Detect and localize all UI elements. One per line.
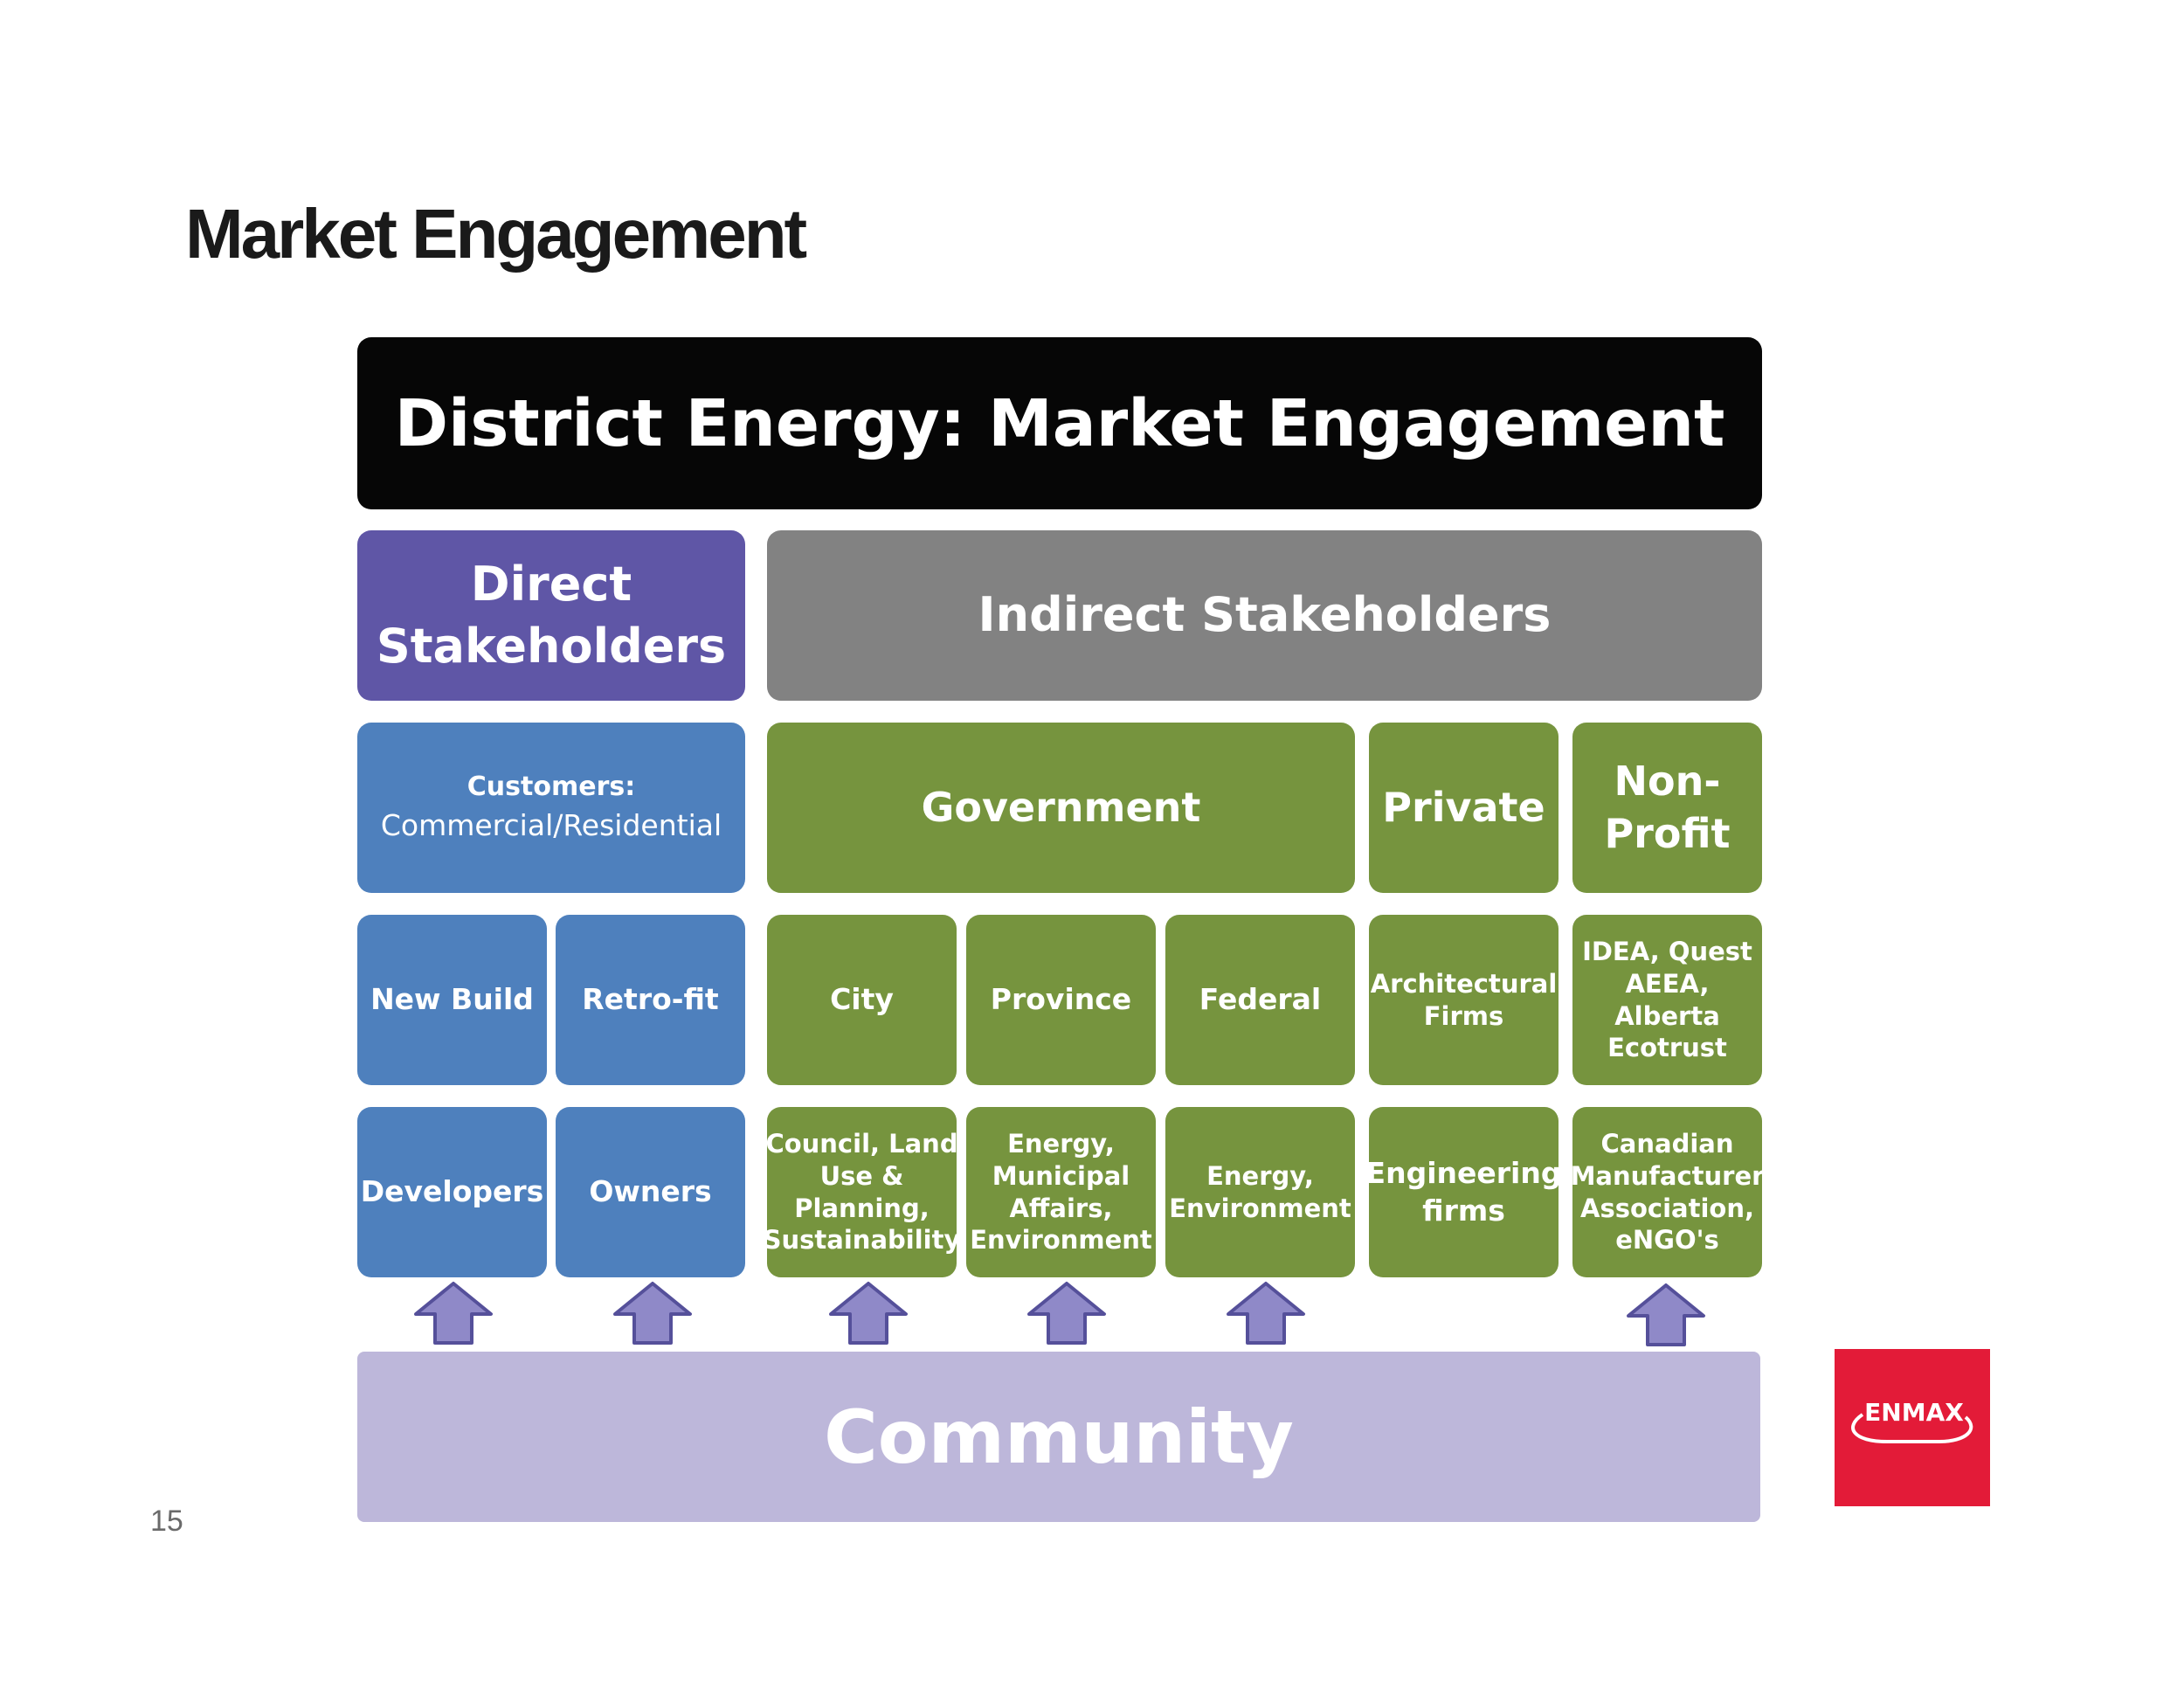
nonprofit-box: Non- Profit — [1572, 723, 1762, 893]
canadian-manufacturer-box: Canadian Manufacturer Association, eNGO'… — [1571, 1107, 1764, 1277]
up-arrow-icon — [829, 1282, 908, 1345]
slide-title: Market Engagement — [185, 195, 807, 273]
indirect-stakeholders-box: Indirect Stakeholders — [767, 530, 1762, 701]
retrofit-box: Retro-fit — [556, 915, 745, 1085]
province-box: Province — [966, 915, 1156, 1085]
page-number: 15 — [150, 1505, 183, 1538]
federal-box: Federal — [1165, 915, 1355, 1085]
council-box: Council, Land Use & Planning, Sustainabi… — [764, 1107, 960, 1277]
enmax-logo: ENMAX — [1835, 1349, 1990, 1506]
customers-box: Customers: Commercial/Residential — [357, 723, 745, 893]
up-arrow-icon — [1027, 1282, 1106, 1345]
up-arrow-icon — [1627, 1283, 1705, 1346]
enmax-logo-mark-icon: ENMAX — [1851, 1398, 1973, 1443]
customers-label: Customers: — [467, 771, 636, 802]
direct-stakeholders-box: Direct Stakeholders — [357, 530, 745, 701]
diagram-header: District Energy: Market Engagement — [357, 337, 1762, 509]
architectural-firms-box: Architectural Firms — [1369, 915, 1559, 1085]
owners-box: Owners — [556, 1107, 745, 1277]
government-box: Government — [767, 723, 1355, 893]
energy-environment-box: Energy, Environment — [1165, 1107, 1355, 1277]
up-arrow-icon — [1227, 1282, 1305, 1345]
community-bar: Community — [357, 1352, 1760, 1522]
engineering-firms-box: Engineering firms — [1366, 1107, 1561, 1277]
city-box: City — [767, 915, 957, 1085]
private-box: Private — [1369, 723, 1559, 893]
up-arrow-icon — [613, 1282, 692, 1345]
idea-quest-box: IDEA, Quest AEEA, Alberta Ecotrust — [1572, 915, 1762, 1085]
new-build-box: New Build — [357, 915, 547, 1085]
up-arrow-icon — [414, 1282, 493, 1345]
customers-detail: Commercial/Residential — [380, 808, 722, 843]
enmax-logo-text: ENMAX — [1864, 1398, 1964, 1427]
energy-municipal-box: Energy, Municipal Affairs, Environment — [966, 1107, 1156, 1277]
developers-box: Developers — [357, 1107, 547, 1277]
